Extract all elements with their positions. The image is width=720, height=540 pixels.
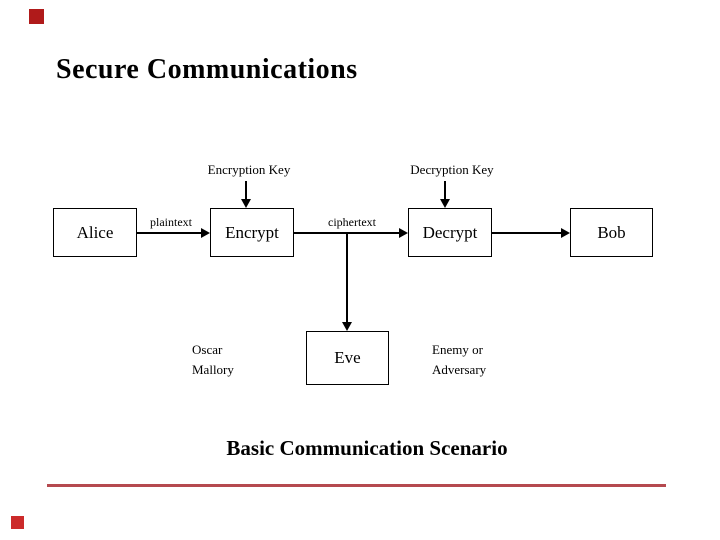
ciphertext-label: ciphertext [328,215,376,229]
ciphertext-to-eve-arrow-line [346,233,348,322]
oscar-mallory-label: Oscar Mallory [192,340,234,380]
encrypt-box: Encrypt [210,208,294,257]
alice-to-encrypt-arrowhead-icon [201,228,210,238]
eve-box-label: Eve [334,348,361,367]
accent-rule [47,484,666,487]
mallory-line: Mallory [192,362,234,377]
decryption-key-label: Decryption Key [410,162,494,177]
ciphertext-to-eve-arrowhead-icon [342,322,352,331]
encrypt-box-label: Encrypt [225,222,279,242]
adversary-line: Adversary [432,362,487,377]
bob-box-label: Bob [597,222,626,242]
red-corner-square-top [29,9,44,24]
red-corner-square-bottom [11,516,24,529]
eve-box: Eve [306,331,389,385]
slide-caption: Basic Communication Scenario [226,436,508,460]
decrypt-box-label: Decrypt [422,222,478,242]
enemy-or-line: Enemy or [432,342,483,357]
oscar-line: Oscar [192,342,223,357]
encryption-key-arrowhead-icon [241,199,251,208]
decrypt-to-bob-arrow-line [492,232,561,234]
alice-to-encrypt-arrow-line [137,232,201,234]
decryption-key-arrow-line [444,181,446,200]
bob-box: Bob [570,208,653,257]
encryption-key-label: Encryption Key [207,162,291,177]
alice-box-label: Alice [76,222,114,242]
encryption-key-arrow-line [245,181,247,200]
alice-box: Alice [53,208,137,257]
slide-title: Secure Communications [56,54,358,85]
decrypt-to-bob-arrowhead-icon [561,228,570,238]
decrypt-box: Decrypt [408,208,492,257]
decryption-key-arrowhead-icon [440,199,450,208]
enemy-adversary-label: Enemy or Adversary [432,340,486,380]
encrypt-to-decrypt-arrowhead-icon [399,228,408,238]
plaintext-label: plaintext [150,215,192,229]
